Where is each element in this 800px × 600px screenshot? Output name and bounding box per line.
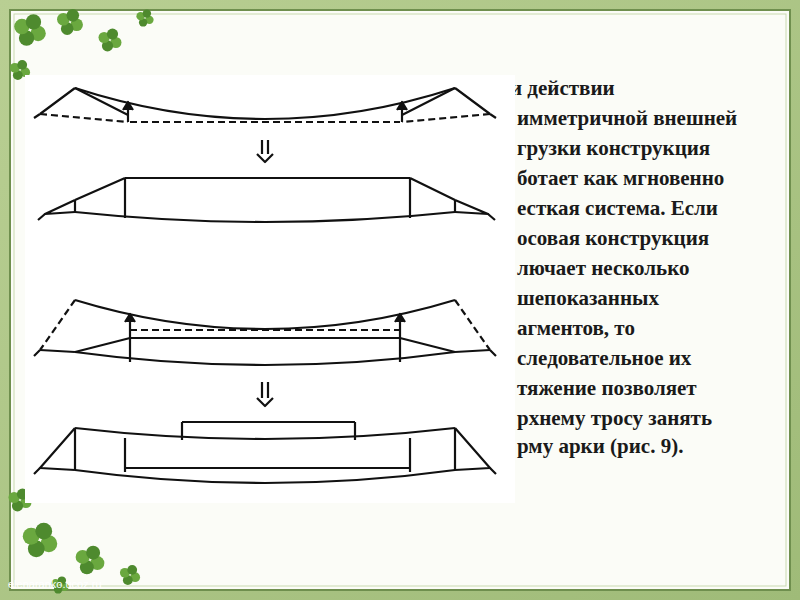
body-text-line: следовательное их [517,345,691,371]
body-text-line: шепоказанных [517,285,659,311]
body-text-line: рму арки (рис. 9). [517,433,683,459]
body-text-line: ботает как мгновенно [517,165,724,191]
body-text-line: лючает несколько [517,255,690,281]
body-text-line: рхнему тросу занять [517,405,712,431]
body-text-line: осовая конструкция [517,225,709,251]
watermark: elenaranko.ucoz.ru [8,578,102,590]
clover-leaf [107,29,118,40]
body-text-line: тяжение позволяет [517,375,697,401]
clover-leaf [127,565,137,575]
clover-leaf [35,523,52,540]
body-text-line: имметричной внешней [517,105,737,131]
body-text-line: агментов, то [517,315,635,341]
body-text-line: есткая система. Если [517,195,718,221]
body-text-line: грузки конструкция [517,135,710,161]
clover-leaf [86,546,100,560]
clover-leaf [143,9,151,17]
clover-leaf [26,14,41,29]
clover-leaf [67,9,80,22]
clover-leaf [17,60,27,70]
